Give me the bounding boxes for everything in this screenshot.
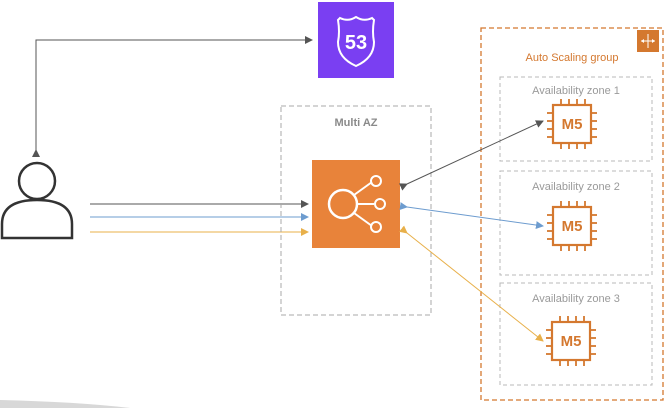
ec2-m5-instance-icon-zone-3: M5 [546,316,596,366]
instance-1-label: M5 [562,116,583,133]
ec2-m5-instance-icon-zone-1: M5 [547,99,597,149]
elastic-load-balancer-icon [312,160,400,248]
multi-az-label: Multi AZ [335,117,378,129]
bottom-shadow [0,400,130,408]
auto-scaling-icon [637,30,659,52]
flow-dark-elb-to-zone-1 [398,120,544,191]
instance-2-label: M5 [562,218,583,235]
user-icon [0,161,74,240]
instance-3-label: M5 [561,333,582,350]
user-route53-connector [32,36,313,157]
availability-zone-1-box [499,76,653,162]
route53-icon: 53 [318,2,394,78]
availability-zone-2-label: Availability zone 2 [532,181,620,193]
flow-yellow-elb-to-zone-3 [399,225,544,342]
availability-zone-1-label: Availability zone 1 [532,85,620,97]
ec2-m5-instance-icon-zone-2: M5 [547,201,597,251]
availability-zone-3-label: Availability zone 3 [532,293,620,305]
route53-label: 53 [345,32,367,54]
availability-zone-2-box [499,170,653,276]
auto-scaling-group-label: Auto Scaling group [526,52,619,64]
multi-az-box [280,105,432,316]
flow-blue-elb-to-zone-2 [399,202,544,229]
